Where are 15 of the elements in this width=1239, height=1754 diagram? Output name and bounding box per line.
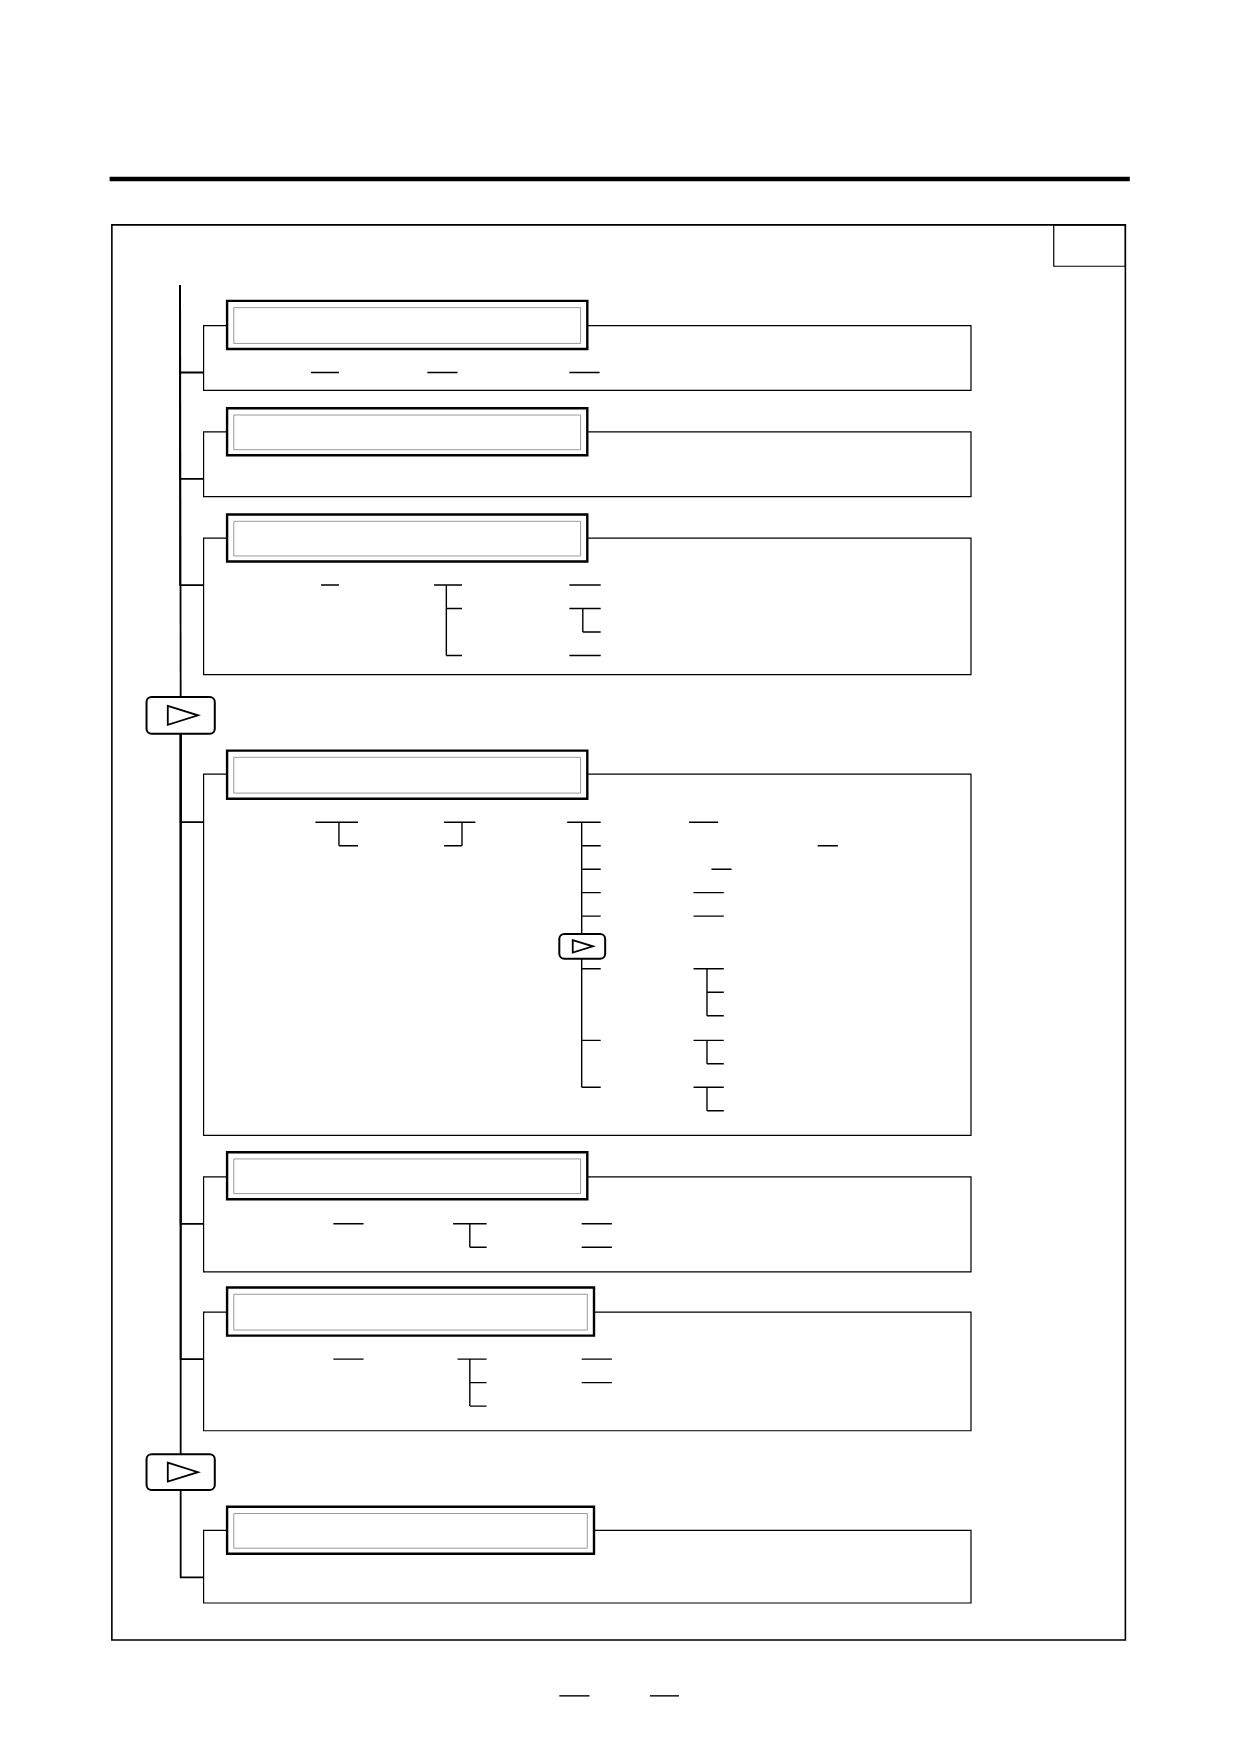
connector-line [179, 284, 182, 698]
title-bar [225, 1286, 595, 1337]
title-bar [225, 299, 589, 351]
corner-box [1052, 224, 1126, 267]
softkey-button [558, 933, 606, 960]
title-bar [225, 513, 589, 563]
title-bar [225, 1505, 595, 1555]
title-bar [225, 1151, 589, 1201]
softkey-button [145, 695, 216, 735]
title-bar [225, 407, 589, 457]
page-frame [110, 224, 1126, 1641]
connector-line [179, 732, 182, 1456]
softkey-button [145, 1453, 216, 1491]
title-bar [225, 749, 589, 800]
connector-line [179, 1489, 205, 1579]
